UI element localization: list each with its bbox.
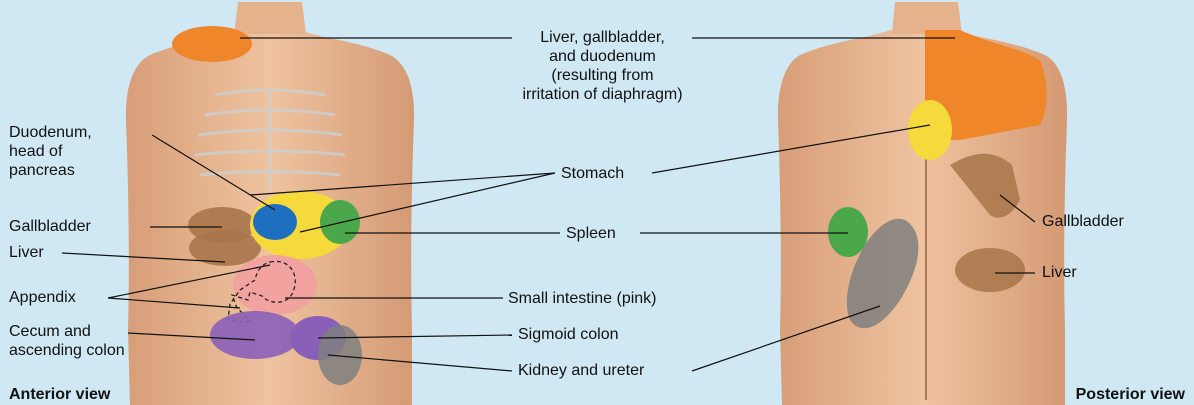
posterior-torso	[778, 2, 1067, 405]
anterior-torso	[126, 2, 414, 405]
label-gallbladder-left: Gallbladder	[9, 217, 91, 236]
label-line: and duodenum	[490, 47, 715, 66]
posterior-liver-zone	[955, 248, 1025, 292]
label-liver-gallbladder-duodenum: Liver, gallbladder, and duodenum (result…	[490, 28, 715, 104]
anterior-neck	[234, 2, 306, 34]
label-cecum: Cecum and ascending colon	[9, 322, 125, 360]
posterior-spleen-zone	[828, 207, 868, 257]
label-line: ascending colon	[9, 341, 125, 360]
posterior-view-caption: Posterior view	[1076, 385, 1185, 404]
label-line: pancreas	[9, 161, 92, 180]
posterior-stomach-zone	[908, 100, 952, 160]
label-duodenum-pancreas: Duodenum, head of pancreas	[9, 123, 92, 180]
label-line: Liver, gallbladder,	[490, 28, 715, 47]
label-liver-right: Liver	[1042, 263, 1077, 282]
label-stomach: Stomach	[561, 164, 624, 183]
label-line: Duodenum,	[9, 123, 92, 142]
anterior-liver-gallbladder-duodenum-zone	[172, 26, 252, 62]
label-line: Cecum and	[9, 322, 125, 341]
label-appendix: Appendix	[9, 288, 76, 307]
label-small-intestine: Small intestine (pink)	[508, 289, 657, 308]
label-gallbladder-right: Gallbladder	[1042, 212, 1124, 231]
anterior-small-intestine-zone	[233, 255, 317, 315]
label-line: (resulting from	[490, 66, 715, 85]
anterior-spleen-zone	[320, 200, 360, 244]
anterior-view-caption: Anterior view	[9, 385, 110, 404]
label-sigmoid-colon: Sigmoid colon	[518, 325, 619, 344]
label-spleen: Spleen	[566, 224, 616, 243]
anterior-cecum-zone	[210, 311, 300, 359]
posterior-neck	[892, 2, 962, 34]
label-line: head of	[9, 142, 92, 161]
label-kidney-ureter: Kidney and ureter	[518, 361, 644, 380]
label-line: irritation of diaphragm)	[490, 85, 715, 104]
anterior-kidney-ureter-zone	[318, 325, 362, 385]
label-liver-left: Liver	[9, 243, 44, 262]
